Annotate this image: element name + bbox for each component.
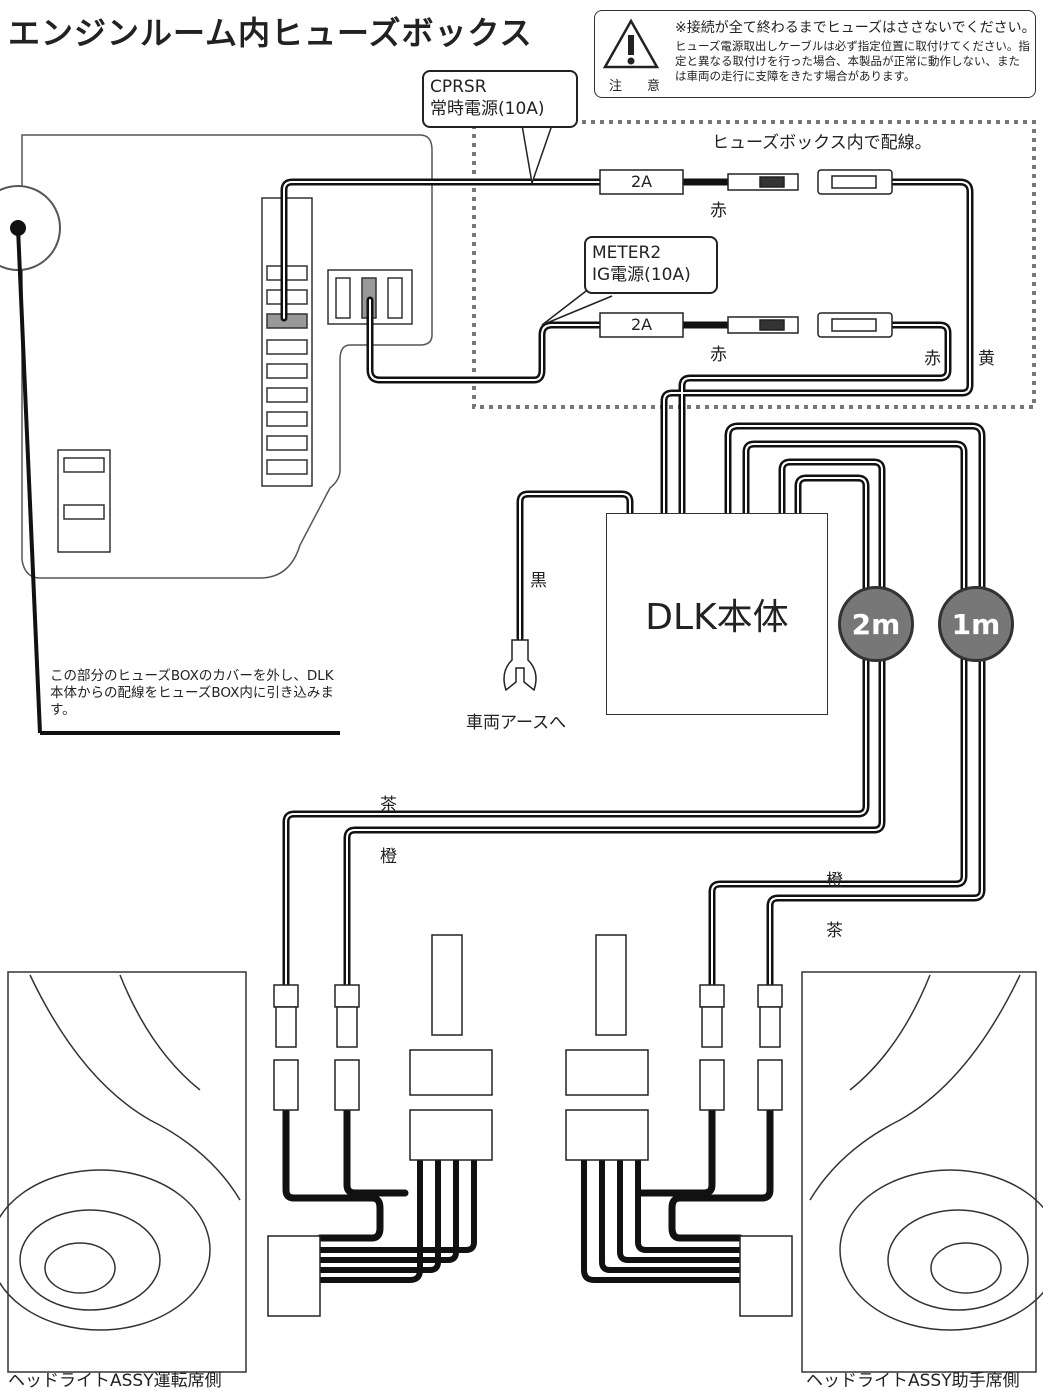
meter2-pointer [541, 287, 613, 326]
terminal-circle [0, 185, 61, 271]
ground-terminal-icon [503, 639, 537, 692]
fuse-1 [599, 169, 684, 195]
fusebox-note: この部分のヒューズBOXのカバーを外し、DLK本体からの配線をヒューズBOX内に… [50, 668, 334, 718]
wire-yellow: 黄 [978, 349, 995, 369]
wire-brown-right: 茶 [826, 921, 843, 941]
cprsr-pointer [521, 124, 553, 184]
pointer-line [16, 227, 42, 734]
caution-label: 注 意 [609, 79, 667, 94]
warning-headline: ※接続が全て終わるまでヒューズはささないでください。 [675, 20, 1036, 36]
fuse-column [261, 197, 313, 487]
fuse-1-label: 2A [630, 172, 653, 191]
wire-brown-left: 茶 [380, 795, 397, 815]
wire-red-mid: 赤 [710, 345, 727, 365]
left-block [57, 449, 111, 553]
cable-length-2m: 2m [838, 586, 914, 662]
inline-connectors [727, 169, 893, 338]
headlight-right-label: ヘッドライトASSY助手席側 [806, 1371, 1020, 1391]
warning-box: 注 意 ※接続が全て終わるまでヒューズはささないでください。 ヒューズ電源取出し… [594, 10, 1036, 98]
warning-triangle-icon [602, 18, 660, 69]
wire-red-top: 赤 [710, 201, 727, 221]
meter2-callout: METER2 IG電源(10A) [584, 236, 718, 294]
cprsr-desc: 常時電源(10A) [430, 99, 545, 119]
fuse-2-label: 2A [630, 315, 653, 334]
headlight-panel-left [0, 971, 247, 1373]
wire-orange-left: 橙 [380, 847, 397, 867]
cable-length-1m: 1m [938, 586, 1014, 662]
ground-label: 車両アースへ [466, 713, 567, 733]
fusebox-caption: ヒューズボックス内で配線。 [712, 133, 932, 153]
fuse-2 [599, 312, 684, 338]
meter2-desc: IG電源(10A) [592, 265, 691, 285]
headlight-panel-right [801, 971, 1043, 1373]
dotted-area [472, 120, 1036, 409]
dlk-unit: DLK本体 [606, 513, 828, 715]
cprsr-name: CPRSR [430, 77, 487, 97]
wire-orange-right: 橙 [826, 871, 843, 891]
wire-black: 黒 [530, 571, 547, 591]
cprsr-callout: CPRSR 常時電源(10A) [422, 70, 578, 128]
warning-body: ヒューズ電源取出しケーブルは必ず指定位置に取付けてください。指定と異なる取付けを… [675, 39, 1030, 83]
bottom-connectors [267, 934, 793, 1317]
wire-red-right: 赤 [924, 349, 941, 369]
meter2-name: METER2 [592, 243, 662, 263]
page-title: エンジンルーム内ヒューズボックス [8, 14, 533, 52]
headlight-left-label: ヘッドライトASSY運転席側 [8, 1371, 222, 1391]
